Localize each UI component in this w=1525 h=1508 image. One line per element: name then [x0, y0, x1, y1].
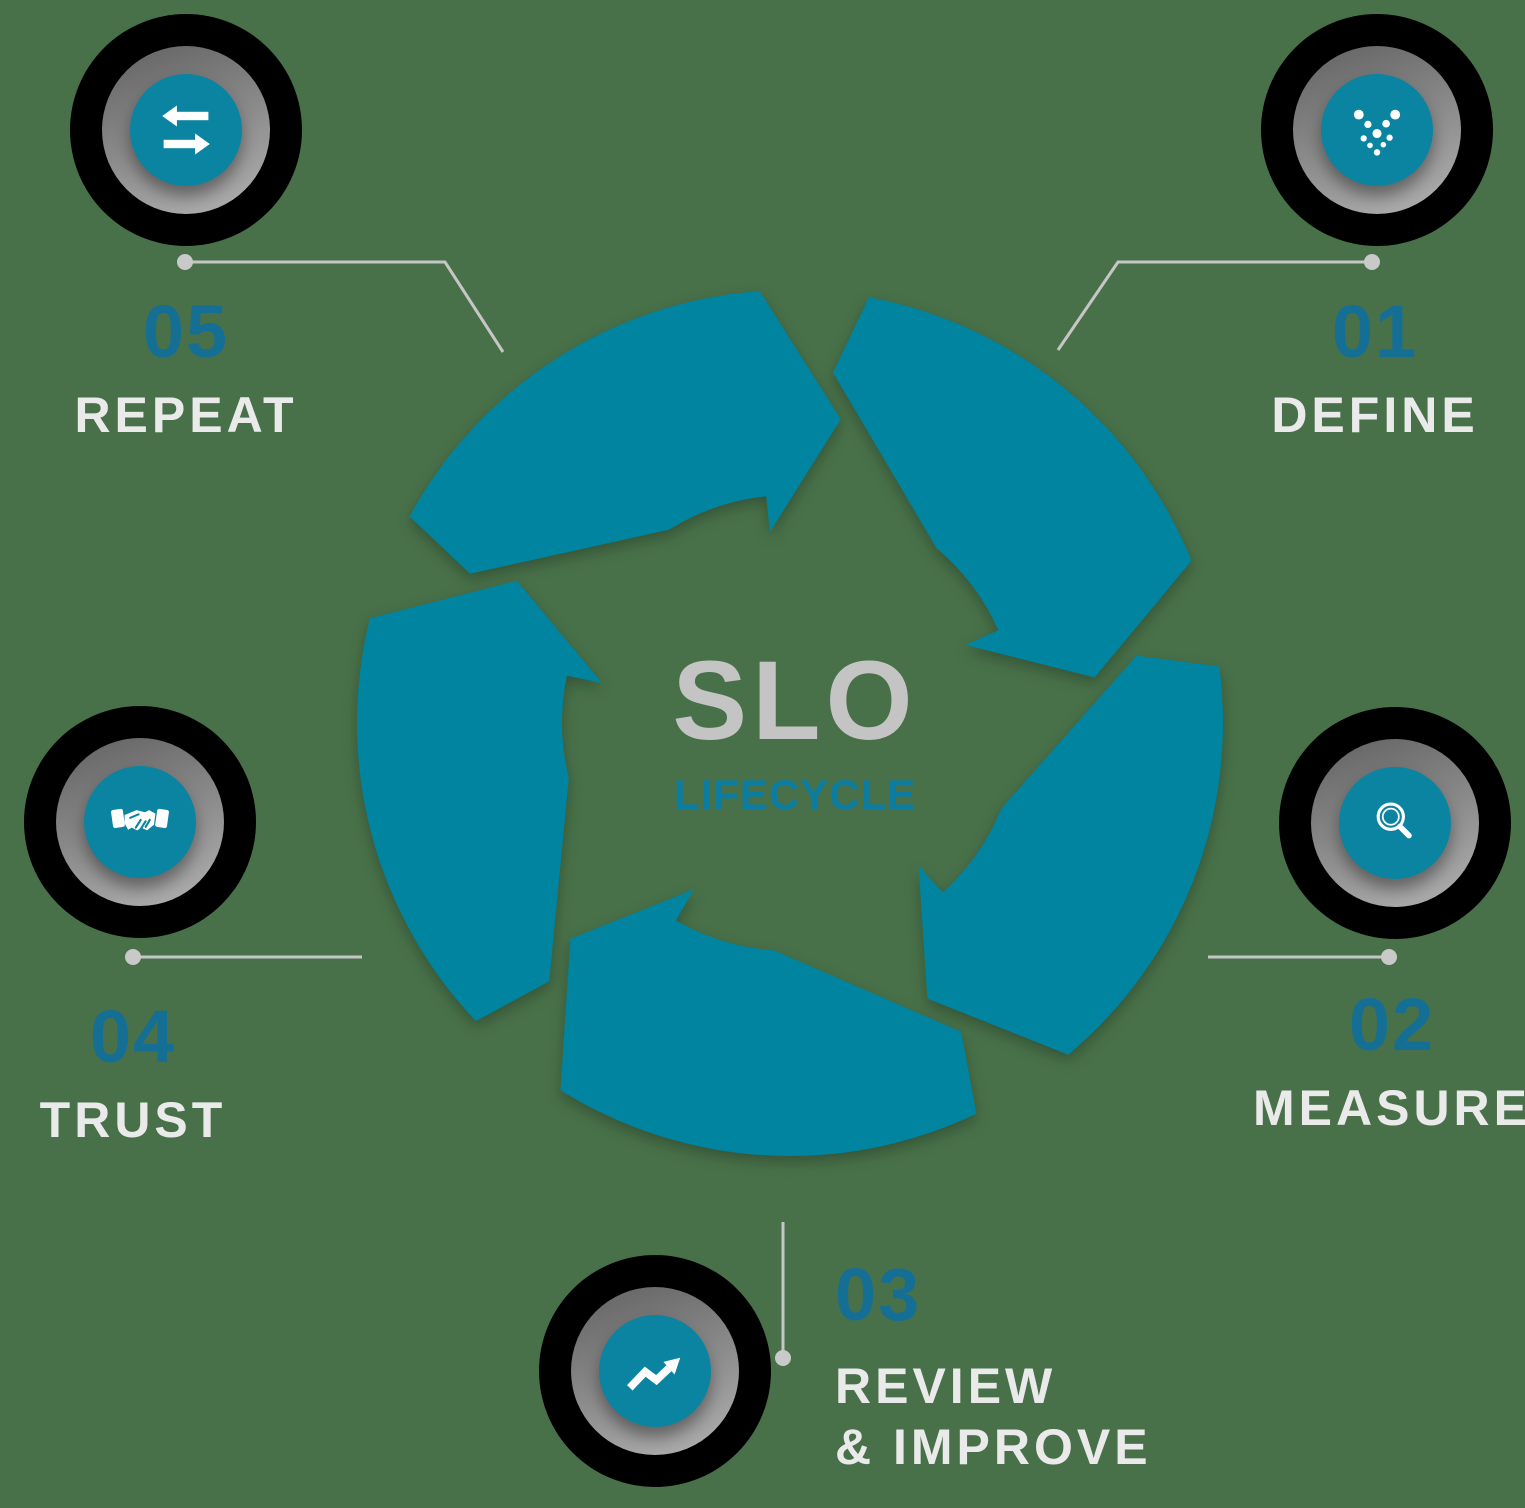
step-name-line1: REVIEW	[835, 1358, 1057, 1414]
step-label-review-improve: 03 REVIEW & IMPROVE	[835, 1258, 1152, 1478]
step-name: MEASURE	[1252, 1080, 1525, 1136]
step-number: 05	[142, 290, 230, 373]
connector-dot-02	[1381, 949, 1397, 965]
step-badge-measure	[1279, 707, 1511, 939]
trend-up-arrow-icon	[599, 1315, 711, 1427]
connector-line-05	[185, 260, 505, 353]
step-badge-trust	[24, 706, 256, 938]
center-title: SLO	[672, 638, 918, 763]
step-name: REPEAT	[74, 387, 298, 443]
connector-dot-05	[177, 254, 193, 270]
badge-ring	[102, 46, 270, 214]
badge-ring	[1311, 739, 1479, 907]
step-label-measure: 02 MEASURE	[1253, 988, 1525, 1139]
step-badge-review-improve	[539, 1255, 771, 1487]
step-number: 03	[835, 1253, 922, 1336]
connector-line-01	[1056, 260, 1372, 351]
cycle-arrow-segment	[357, 580, 603, 1022]
badge-ring	[571, 1287, 739, 1455]
swap-arrows-icon	[130, 74, 242, 186]
step-label-trust: 04 TRUST	[40, 1000, 227, 1151]
cycle-arrow-segment	[409, 291, 841, 574]
step-number: 04	[89, 995, 177, 1078]
step-number: 02	[1348, 983, 1436, 1066]
cycle-arrow-segments	[357, 291, 1223, 1156]
magnifier-icon	[1339, 767, 1451, 879]
center-title-block: SLO LIFECYCLE	[672, 645, 917, 816]
badge-ring	[56, 738, 224, 906]
cycle-arrow-segment	[560, 889, 977, 1156]
cycle-arrow-segment	[833, 297, 1192, 678]
step-label-repeat: 05 REPEAT	[74, 295, 297, 446]
step-name-line2: & IMPROVE	[835, 1419, 1152, 1475]
connector-dot-04	[125, 949, 141, 965]
step-badge-define	[1261, 14, 1493, 246]
cycle-arrow-segment	[918, 655, 1223, 1055]
step-number: 01	[1331, 290, 1419, 373]
connector-lines	[125, 254, 1397, 1366]
step-badge-repeat	[70, 14, 302, 246]
step-label-define: 01 DEFINE	[1271, 295, 1478, 446]
handshake-icon	[84, 766, 196, 878]
connector-dot-03	[775, 1350, 791, 1366]
step-name: TRUST	[39, 1092, 227, 1148]
center-subtitle: LIFECYCLE	[673, 771, 917, 818]
badge-ring	[1293, 46, 1461, 214]
connector-dot-01	[1364, 254, 1380, 270]
step-name: REVIEW & IMPROVE	[835, 1356, 1152, 1478]
step-name: DEFINE	[1271, 387, 1479, 443]
dots-chevron-icon	[1321, 74, 1433, 186]
